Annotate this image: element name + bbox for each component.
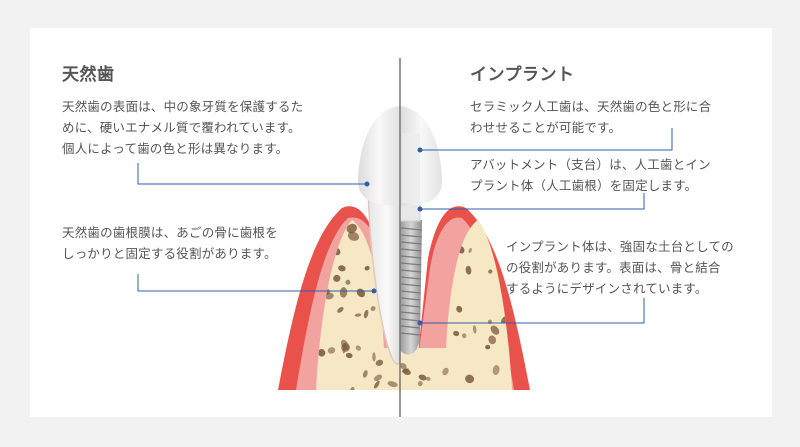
implant-fixture-text: インプラント体は、強固な土台としての の役割があります。表面は、骨と結合 するよ… <box>506 239 734 296</box>
implant-title: インプラント <box>470 65 575 85</box>
leader-ceramic <box>420 128 673 151</box>
tooth-implant-diagram <box>137 58 673 417</box>
dot-ligament <box>371 288 377 294</box>
dot-fixture <box>417 320 423 326</box>
leader-ligament <box>137 274 374 292</box>
leader-abutment <box>420 193 645 210</box>
implant-abutment-text: アバットメント（支台）は、人工歯とイン プラント体（人工歯根）を固定します。 <box>470 157 711 193</box>
natural-tooth-title: 天然歯 <box>62 65 115 85</box>
implant-fixture <box>400 220 423 355</box>
leader-fixture <box>420 298 645 324</box>
jaw-bone <box>316 220 512 390</box>
natural-enamel-text: 天然歯の表面は、中の象牙質を保護するた めに、硬いエナメル質で覆われています。 … <box>62 99 304 156</box>
leader-enamel <box>137 163 367 185</box>
diagram-panel: 天然歯 天然歯の表面は、中の象牙質を保護するた めに、硬いエナメル質で覆われてい… <box>30 28 772 417</box>
dot-abutment <box>417 206 423 212</box>
dot-ceramic <box>417 147 423 153</box>
natural-crown <box>357 106 400 206</box>
bone-pores <box>316 223 509 390</box>
natural-ligament-text: 天然歯の歯根膜は、あごの骨に歯根を しっかりと固定する役割があります。 <box>62 225 278 261</box>
implant-ceramic-text: セラミック人工歯は、天然歯の色と形に合 わせせることが可能です。 <box>470 99 712 135</box>
dot-enamel <box>364 181 370 187</box>
